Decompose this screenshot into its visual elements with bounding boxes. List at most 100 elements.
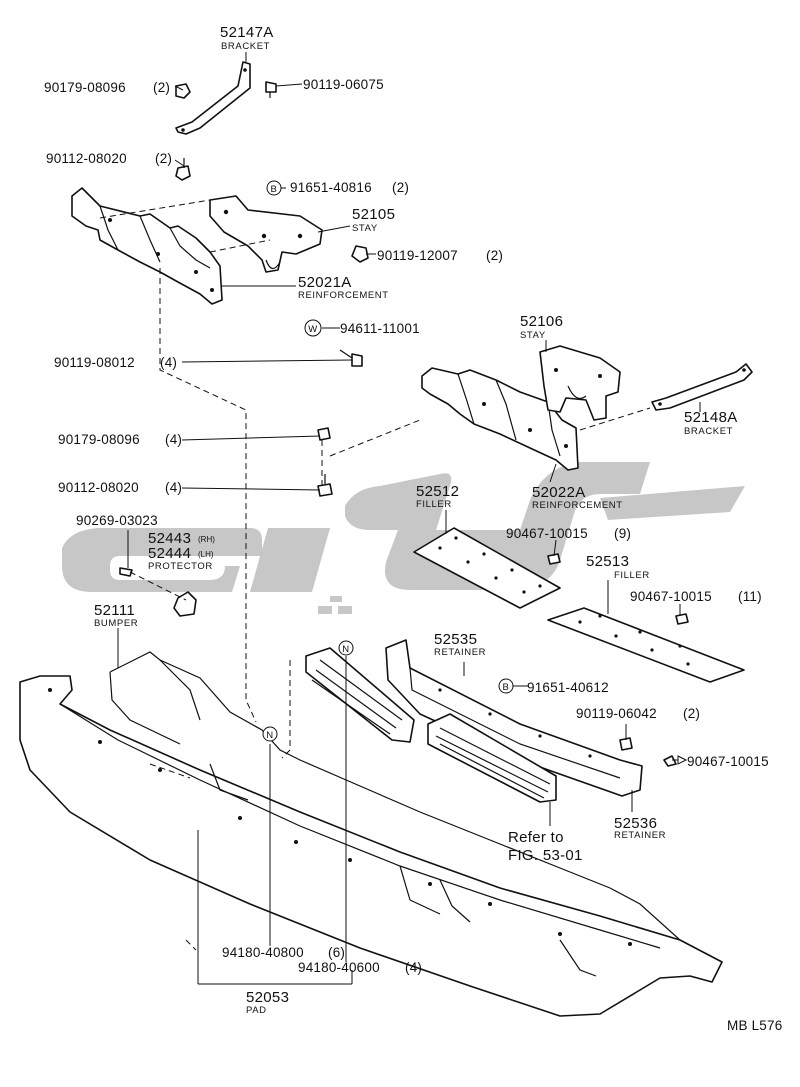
callout-90467-10015-single: 90467-10015 — [687, 754, 769, 769]
part-number: 52111 — [94, 602, 135, 619]
reinforcement-52021a-part — [71, 187, 223, 305]
reference-note: Refer to FIG. 53-01 — [508, 829, 583, 864]
reference-line-2: FIG. 53-01 — [508, 847, 583, 864]
quantity: (2) — [486, 248, 503, 263]
svg-text:B: B — [503, 682, 510, 693]
bumper-52111-part — [19, 651, 723, 1017]
grille-left-part — [305, 647, 415, 743]
part-number: 52535 — [434, 631, 477, 648]
part-name: RETAINER — [614, 830, 666, 841]
retainer-52535-part — [385, 639, 643, 797]
callout-90269-03023: 90269-03023 — [76, 513, 158, 528]
part-name: FILLER — [416, 499, 452, 510]
part-number: 52105 — [352, 206, 395, 223]
part-number: 90467-10015 — [630, 589, 712, 604]
bolt-90119-08012 — [339, 349, 363, 367]
callout-52535: 52535 RETAINER — [434, 631, 486, 658]
quantity: (2) — [392, 180, 409, 195]
callout-94180-40600: 94180-40600 (4) — [298, 960, 422, 975]
side-label: (LH) — [198, 550, 214, 559]
quantity: (11) — [738, 589, 762, 604]
marker-b-91651-40816: B — [266, 180, 282, 196]
figure-code: MB L576 — [727, 1018, 782, 1033]
callout-52536: 52536 RETAINER — [614, 815, 666, 841]
part-number: 52148A — [684, 409, 738, 426]
marker-b-91651-40612: B — [498, 678, 514, 694]
quantity: (4) — [165, 432, 182, 447]
part-number: 90119-08012 — [54, 355, 135, 370]
part-number: 91651-40612 — [527, 680, 609, 695]
part-number: 90119-06075 — [303, 77, 384, 92]
part-number: 52444 — [148, 545, 191, 562]
part-number: 52021A — [298, 274, 352, 291]
quantity: (2) — [155, 151, 172, 166]
nut-90179-08096-top — [175, 83, 191, 99]
part-number: 52513 — [586, 553, 629, 570]
part-number: 90179-08096 — [58, 432, 140, 447]
part-number: 90269-03023 — [76, 513, 158, 528]
part-number: 94180-40600 — [298, 960, 380, 975]
callout-52105: 52105 STAY — [352, 206, 395, 234]
callout-52053: 52053 PAD — [246, 989, 289, 1016]
callout-94611-11001: 94611-11001 — [340, 321, 420, 336]
part-number: 90179-08096 — [44, 80, 126, 95]
quantity: (2) — [683, 706, 700, 721]
callout-52512: 52512 FILLER — [416, 483, 459, 510]
svg-text:B: B — [271, 184, 278, 195]
marker-w-94611: W — [304, 319, 322, 337]
part-number: 91651-40816 — [290, 180, 372, 195]
part-name: BUMPER — [94, 618, 138, 629]
svg-text:W: W — [308, 324, 318, 335]
part-number: 90112-08020 — [46, 151, 127, 166]
marker-n-right: N — [338, 640, 354, 656]
part-name: PAD — [246, 1005, 267, 1016]
callout-90119-06075: 90119-06075 — [303, 77, 384, 92]
callout-91651-40612: 91651-40612 — [527, 680, 609, 695]
part-number: 90119-12007 — [377, 248, 458, 263]
reinforcement-52022a-part — [421, 367, 579, 471]
bolt-90119-06075 — [265, 81, 277, 98]
protector-52443-part — [173, 591, 197, 617]
clip-90467-10015-11 — [675, 613, 689, 625]
part-name: STAY — [520, 330, 546, 341]
callout-90119-06042: 90119-06042 (2) — [576, 706, 700, 721]
bracket-52147a-part — [175, 61, 251, 135]
callout-52022a: 52022A REINFORCEMENT — [532, 484, 622, 511]
callout-90119-12007: 90119-12007 (2) — [377, 248, 503, 263]
part-number: 90467-10015 — [687, 754, 769, 769]
svg-text:N: N — [342, 644, 349, 655]
callout-90112-08020-4: 90112-08020 (4) — [58, 480, 182, 495]
quantity: (6) — [328, 945, 345, 960]
quantity: (4) — [165, 480, 182, 495]
part-number: 52147A — [220, 24, 274, 41]
part-name: BRACKET — [221, 41, 270, 52]
callout-52111: 52111 BUMPER — [94, 602, 138, 629]
callout-94180-40800: 94180-40800 (6) — [222, 945, 345, 960]
part-name: FILLER — [614, 570, 650, 581]
part-name: RETAINER — [434, 647, 486, 658]
part-number: 52536 — [614, 815, 657, 832]
arrow-90467-10015 — [677, 755, 688, 765]
callout-90179-08096-2: 90179-08096 (2) — [44, 80, 170, 95]
callout-90119-08012: 90119-08012 (4) — [54, 355, 177, 370]
quantity: (4) — [160, 355, 177, 370]
part-name: REINFORCEMENT — [298, 290, 389, 301]
grille-right-part — [427, 713, 557, 803]
callout-90112-08020-2: 90112-08020 (2) — [46, 151, 172, 166]
callout-52106: 52106 STAY — [520, 313, 563, 341]
leader-lines — [117, 52, 701, 985]
bolt-90119-12007 — [351, 245, 369, 263]
quantity: (2) — [153, 80, 170, 95]
callout-90179-08096-4: 90179-08096 (4) — [58, 432, 182, 447]
part-number: 90467-10015 — [506, 526, 588, 541]
quantity: (9) — [614, 526, 631, 541]
bolt-90119-06042 — [619, 737, 633, 751]
part-number: 52443 — [148, 530, 191, 547]
callout-52444: 52444 (LH) PROTECTOR — [148, 545, 214, 572]
callout-90467-10015-9: 90467-10015 (9) — [506, 526, 631, 541]
clip-90467-10015-single — [663, 755, 677, 767]
marker-n-left: N — [262, 726, 278, 742]
screw-90269-03023 — [119, 567, 133, 577]
